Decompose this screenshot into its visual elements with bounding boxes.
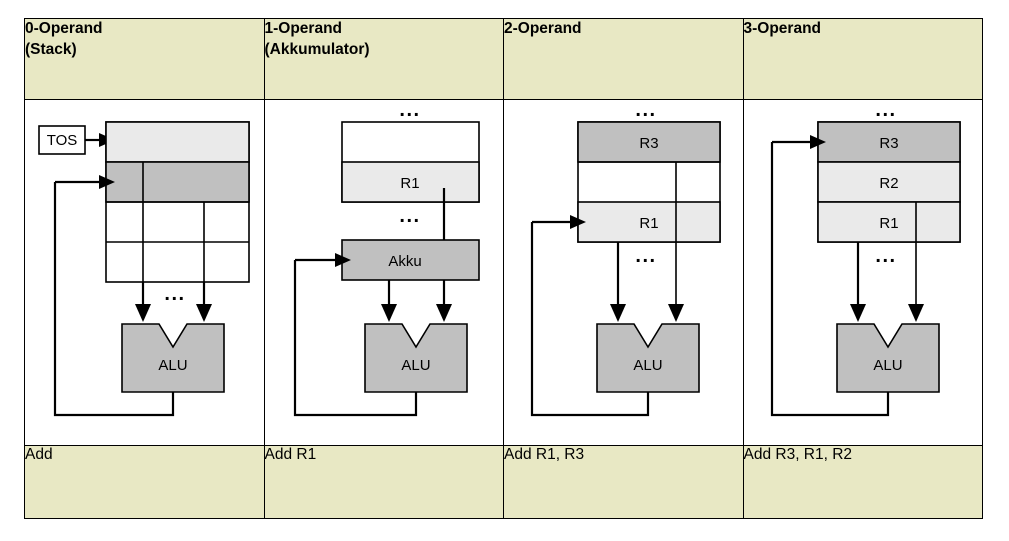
alu-label: ALU <box>158 357 187 374</box>
register-label-r1: R1 <box>879 215 898 232</box>
alu-shape <box>596 323 700 393</box>
stack-cell-0 <box>105 121 250 163</box>
header-line1-1-operand: 1-Operand <box>264 20 343 37</box>
alu-label: ALU <box>873 357 902 374</box>
diagram-cell-0-operand: TOS <box>24 99 265 446</box>
register-cell-r3 <box>816 121 961 163</box>
register-label-r1: R1 <box>400 175 419 192</box>
register-label-r1: R1 <box>639 215 658 232</box>
two-operand-machine-diagram: ... R3 R1 <box>530 100 721 417</box>
instruction-cell-0-operand: Add <box>24 445 265 519</box>
instruction-row: Add Add R1 Add R1, R3 Add R3, R1, R2 <box>24 445 983 519</box>
tos-label-box <box>38 125 86 155</box>
register-cell-r2 <box>816 161 961 203</box>
writeback-arrow-head <box>99 175 115 189</box>
register-cell-r1 <box>340 161 480 203</box>
stack-ellipsis: ... <box>164 283 185 305</box>
register-cell-r1 <box>816 201 961 243</box>
instruction-cell-2-operand: Add R1, R3 <box>503 445 744 519</box>
operand-arrow-left <box>380 304 397 322</box>
register-label-r3: R3 <box>639 135 658 152</box>
alu-result-feedback-path <box>293 260 417 417</box>
writeback-arrow-head <box>334 253 351 267</box>
diagram-cell-3-operand: ... R3 R2 R1 <box>742 99 983 446</box>
three-operand-machine-diagram: ... R3 R2 R1 <box>770 100 961 417</box>
header-cell-3-operand: 3-Operand <box>742 18 983 100</box>
alu-shape <box>835 323 940 393</box>
accumulator-box <box>340 239 480 281</box>
tos-label-text: TOS <box>47 132 78 149</box>
alu-shape <box>121 323 225 393</box>
alu-label: ALU <box>401 357 430 374</box>
operand-comparison-table: 0-Operand (Stack) 1-Operand (Akkumulator… <box>24 18 983 519</box>
header-line2-0-operand: (Stack) <box>25 40 77 58</box>
register-label-r2: R2 <box>879 175 898 192</box>
regfile-top-ellipsis: ... <box>635 100 656 121</box>
regfile-bottom-ellipsis: ... <box>875 245 896 267</box>
regfile-top-ellipsis: ... <box>875 100 896 121</box>
operand-arrow-right <box>668 304 684 322</box>
header-line1-3-operand: 3-Operand <box>743 20 822 37</box>
operand-arrow-right <box>196 304 212 322</box>
header-cell-0-operand: 0-Operand (Stack) <box>24 18 265 100</box>
header-line1-0-operand: 0-Operand <box>25 20 103 37</box>
regfile-top-ellipsis: ... <box>399 100 420 121</box>
diagram-cell-2-operand: ... R3 R1 <box>503 99 744 446</box>
stack-machine-diagram: TOS <box>38 121 250 417</box>
header-line2-1-operand: (Akkumulator) <box>264 40 370 58</box>
register-cell-r3 <box>577 121 721 163</box>
operand-arrow-right <box>435 304 452 322</box>
writeback-arrow-head <box>809 135 826 149</box>
header-line1-2-operand: 2-Operand <box>504 20 582 37</box>
operand-arrow-left <box>135 304 151 322</box>
operand-arrow-left <box>849 304 866 322</box>
diagram-cell-1-operand: ... R1 ... Akku <box>263 99 504 446</box>
register-label-r3: R3 <box>879 135 898 152</box>
alu-result-feedback-path <box>770 142 889 417</box>
stack-cell-1 <box>105 161 250 203</box>
alu-result-feedback-path <box>530 222 650 417</box>
regfile-bottom-ellipsis: ... <box>399 205 420 227</box>
operand-arrow-right <box>907 304 924 322</box>
header-cell-2-operand: 2-Operand <box>503 18 744 100</box>
writeback-arrow-head <box>570 215 586 229</box>
instruction-cell-1-operand: Add R1 <box>263 445 504 519</box>
instruction-cell-3-operand: Add R3, R1, R2 <box>742 445 983 519</box>
diagram-row: TOS <box>24 99 983 446</box>
accumulator-label: Akku <box>388 253 421 270</box>
alu-label: ALU <box>633 357 662 374</box>
register-cell-r1 <box>577 201 721 243</box>
operand-arrow-left <box>610 304 626 322</box>
alu-shape <box>363 323 468 393</box>
accumulator-machine-diagram: ... R1 ... Akku <box>293 100 480 417</box>
header-row: 0-Operand (Stack) 1-Operand (Akkumulator… <box>24 18 983 100</box>
regfile-bottom-ellipsis: ... <box>635 245 656 267</box>
header-cell-1-operand: 1-Operand (Akkumulator) <box>263 18 504 100</box>
alu-result-feedback-path <box>53 182 175 417</box>
